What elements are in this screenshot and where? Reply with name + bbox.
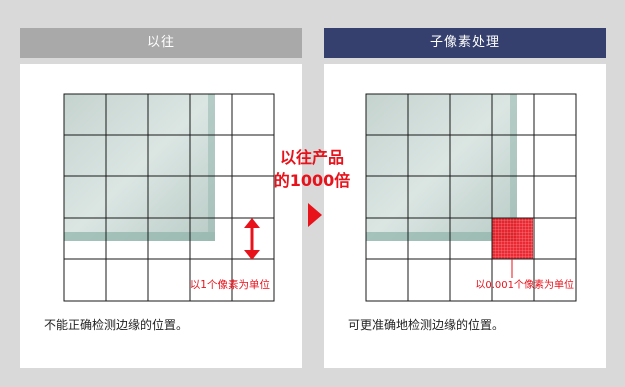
pixel-grid-lines xyxy=(63,93,275,302)
conventional-panel-title: 以往 xyxy=(20,28,302,58)
comparison-line-1: 以往产品 xyxy=(279,148,344,167)
pixel-grid-lines xyxy=(365,93,577,302)
conventional-grid-label: 以1个像素为单位 xyxy=(190,278,271,291)
conventional-panel: 以往 xyxy=(20,28,302,368)
subpixel-highlight-cell xyxy=(492,218,533,259)
conventional-panel-body: 以1个像素为单位 不能正确检测边缘的位置。 xyxy=(20,64,302,368)
subpixel-grid-label: 以0.001个像素为单位 xyxy=(475,278,574,291)
one-pixel-arrow-icon xyxy=(244,218,260,260)
subpixel-panel-body: 以0.001个像素为单位 可更准确地检测边缘的位置。 xyxy=(324,64,606,368)
conventional-caption: 不能正确检测边缘的位置。 xyxy=(44,318,189,332)
glass-object xyxy=(64,94,215,241)
subpixel-pixel-grid: 以0.001个像素为单位 xyxy=(365,93,577,302)
comparison-line-2: 的1000倍 xyxy=(273,171,351,190)
conventional-pixel-grid: 以1个像素为单位 xyxy=(63,93,275,302)
subpixel-panel-title: 子像素处理 xyxy=(324,28,606,58)
subpixel-caption: 可更准确地检测边缘的位置。 xyxy=(348,318,505,332)
right-arrow-icon xyxy=(308,203,322,227)
subpixel-panel: 子像素处理 xyxy=(324,28,606,368)
